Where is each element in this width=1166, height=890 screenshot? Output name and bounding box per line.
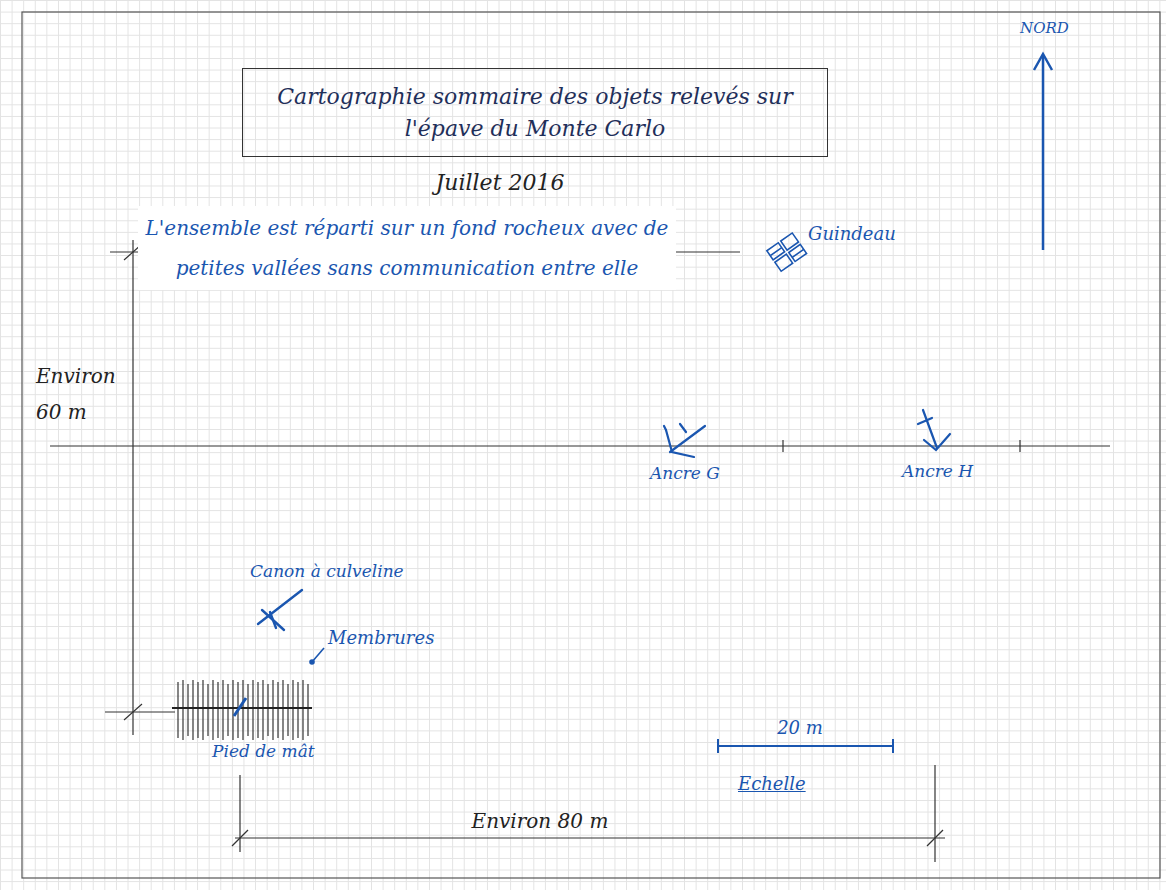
- scale-label: 20 m: [760, 716, 840, 739]
- dimension-label: Environ 60 m: [36, 358, 122, 430]
- anchor-symbol: [664, 424, 705, 457]
- date-label: Juillet 2016: [400, 168, 600, 197]
- scale-title: Echelle: [738, 772, 838, 795]
- site-note: L'ensemble est réparti sur un fond roche…: [138, 206, 676, 290]
- mast-step-mark: [234, 698, 246, 716]
- cannon-symbol: [258, 590, 302, 630]
- object-label: Pied de mât: [212, 740, 332, 762]
- title-box: Cartographie sommaire des objets relevés…: [242, 68, 828, 157]
- scale-bar: [718, 739, 893, 753]
- object-label: Ancre H: [902, 460, 1002, 482]
- dimension-label: Environ 80 m: [420, 808, 660, 834]
- dimension-lines: [50, 240, 1110, 862]
- page-frame: [22, 12, 1160, 878]
- north-label: NORD: [1020, 18, 1080, 38]
- leader-line: [310, 648, 324, 664]
- anchor-symbol: [918, 410, 950, 450]
- north-arrow: [1034, 54, 1052, 250]
- map-title: Cartographie sommaire des objets relevés…: [243, 81, 827, 145]
- windlass-symbol: [767, 233, 807, 271]
- object-label: Ancre G: [650, 462, 750, 484]
- object-label: Canon à culveline: [250, 560, 470, 582]
- object-label: Guindeau: [808, 222, 938, 245]
- object-label: Membrures: [328, 626, 468, 649]
- ship-frames: [172, 680, 312, 740]
